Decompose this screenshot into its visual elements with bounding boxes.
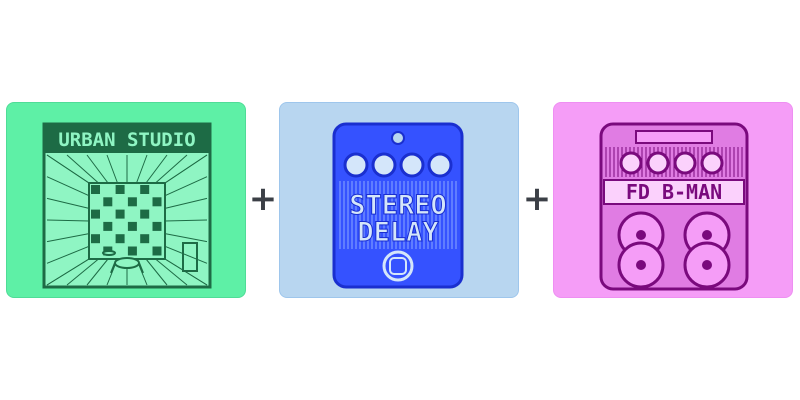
stereo-label: STEREO: [349, 190, 447, 221]
urban-studio-illustration: URBAN STUDIO: [42, 122, 212, 289]
stereo-delay-card[interactable]: STEREO DELAY: [279, 102, 519, 298]
footswitch-icon: [382, 250, 414, 282]
fd-b-man-card[interactable]: FD B-MAN: [553, 102, 793, 298]
urban-studio-card[interactable]: URBAN STUDIO: [6, 102, 246, 298]
knob-row: [343, 152, 453, 178]
delay-label: DELAY: [357, 217, 439, 248]
drum-kit-icon: [102, 250, 144, 274]
plus-sign: +: [522, 179, 552, 219]
amp-title: FD B-MAN: [626, 180, 722, 204]
stereo-delay-illustration: STEREO DELAY: [332, 122, 464, 289]
amp-knobs: [619, 151, 724, 175]
urban-studio-title: URBAN STUDIO: [58, 129, 195, 151]
plus-sign: +: [248, 179, 278, 219]
amp-illustration: FD B-MAN: [599, 122, 749, 291]
